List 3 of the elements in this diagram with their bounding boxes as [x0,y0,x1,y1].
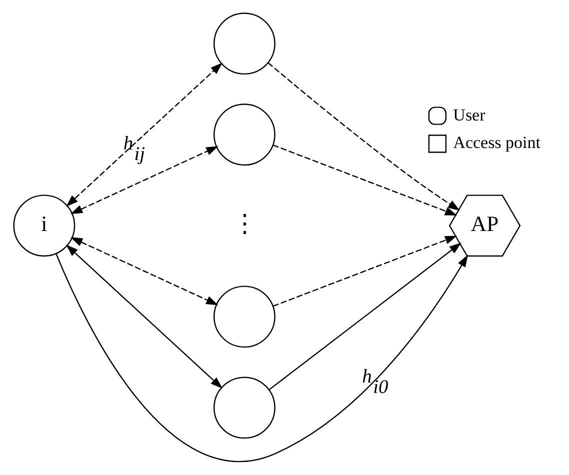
label: ⋮ [232,210,256,238]
legend-label: Access point [453,133,540,152]
legend-label: User [453,105,486,124]
